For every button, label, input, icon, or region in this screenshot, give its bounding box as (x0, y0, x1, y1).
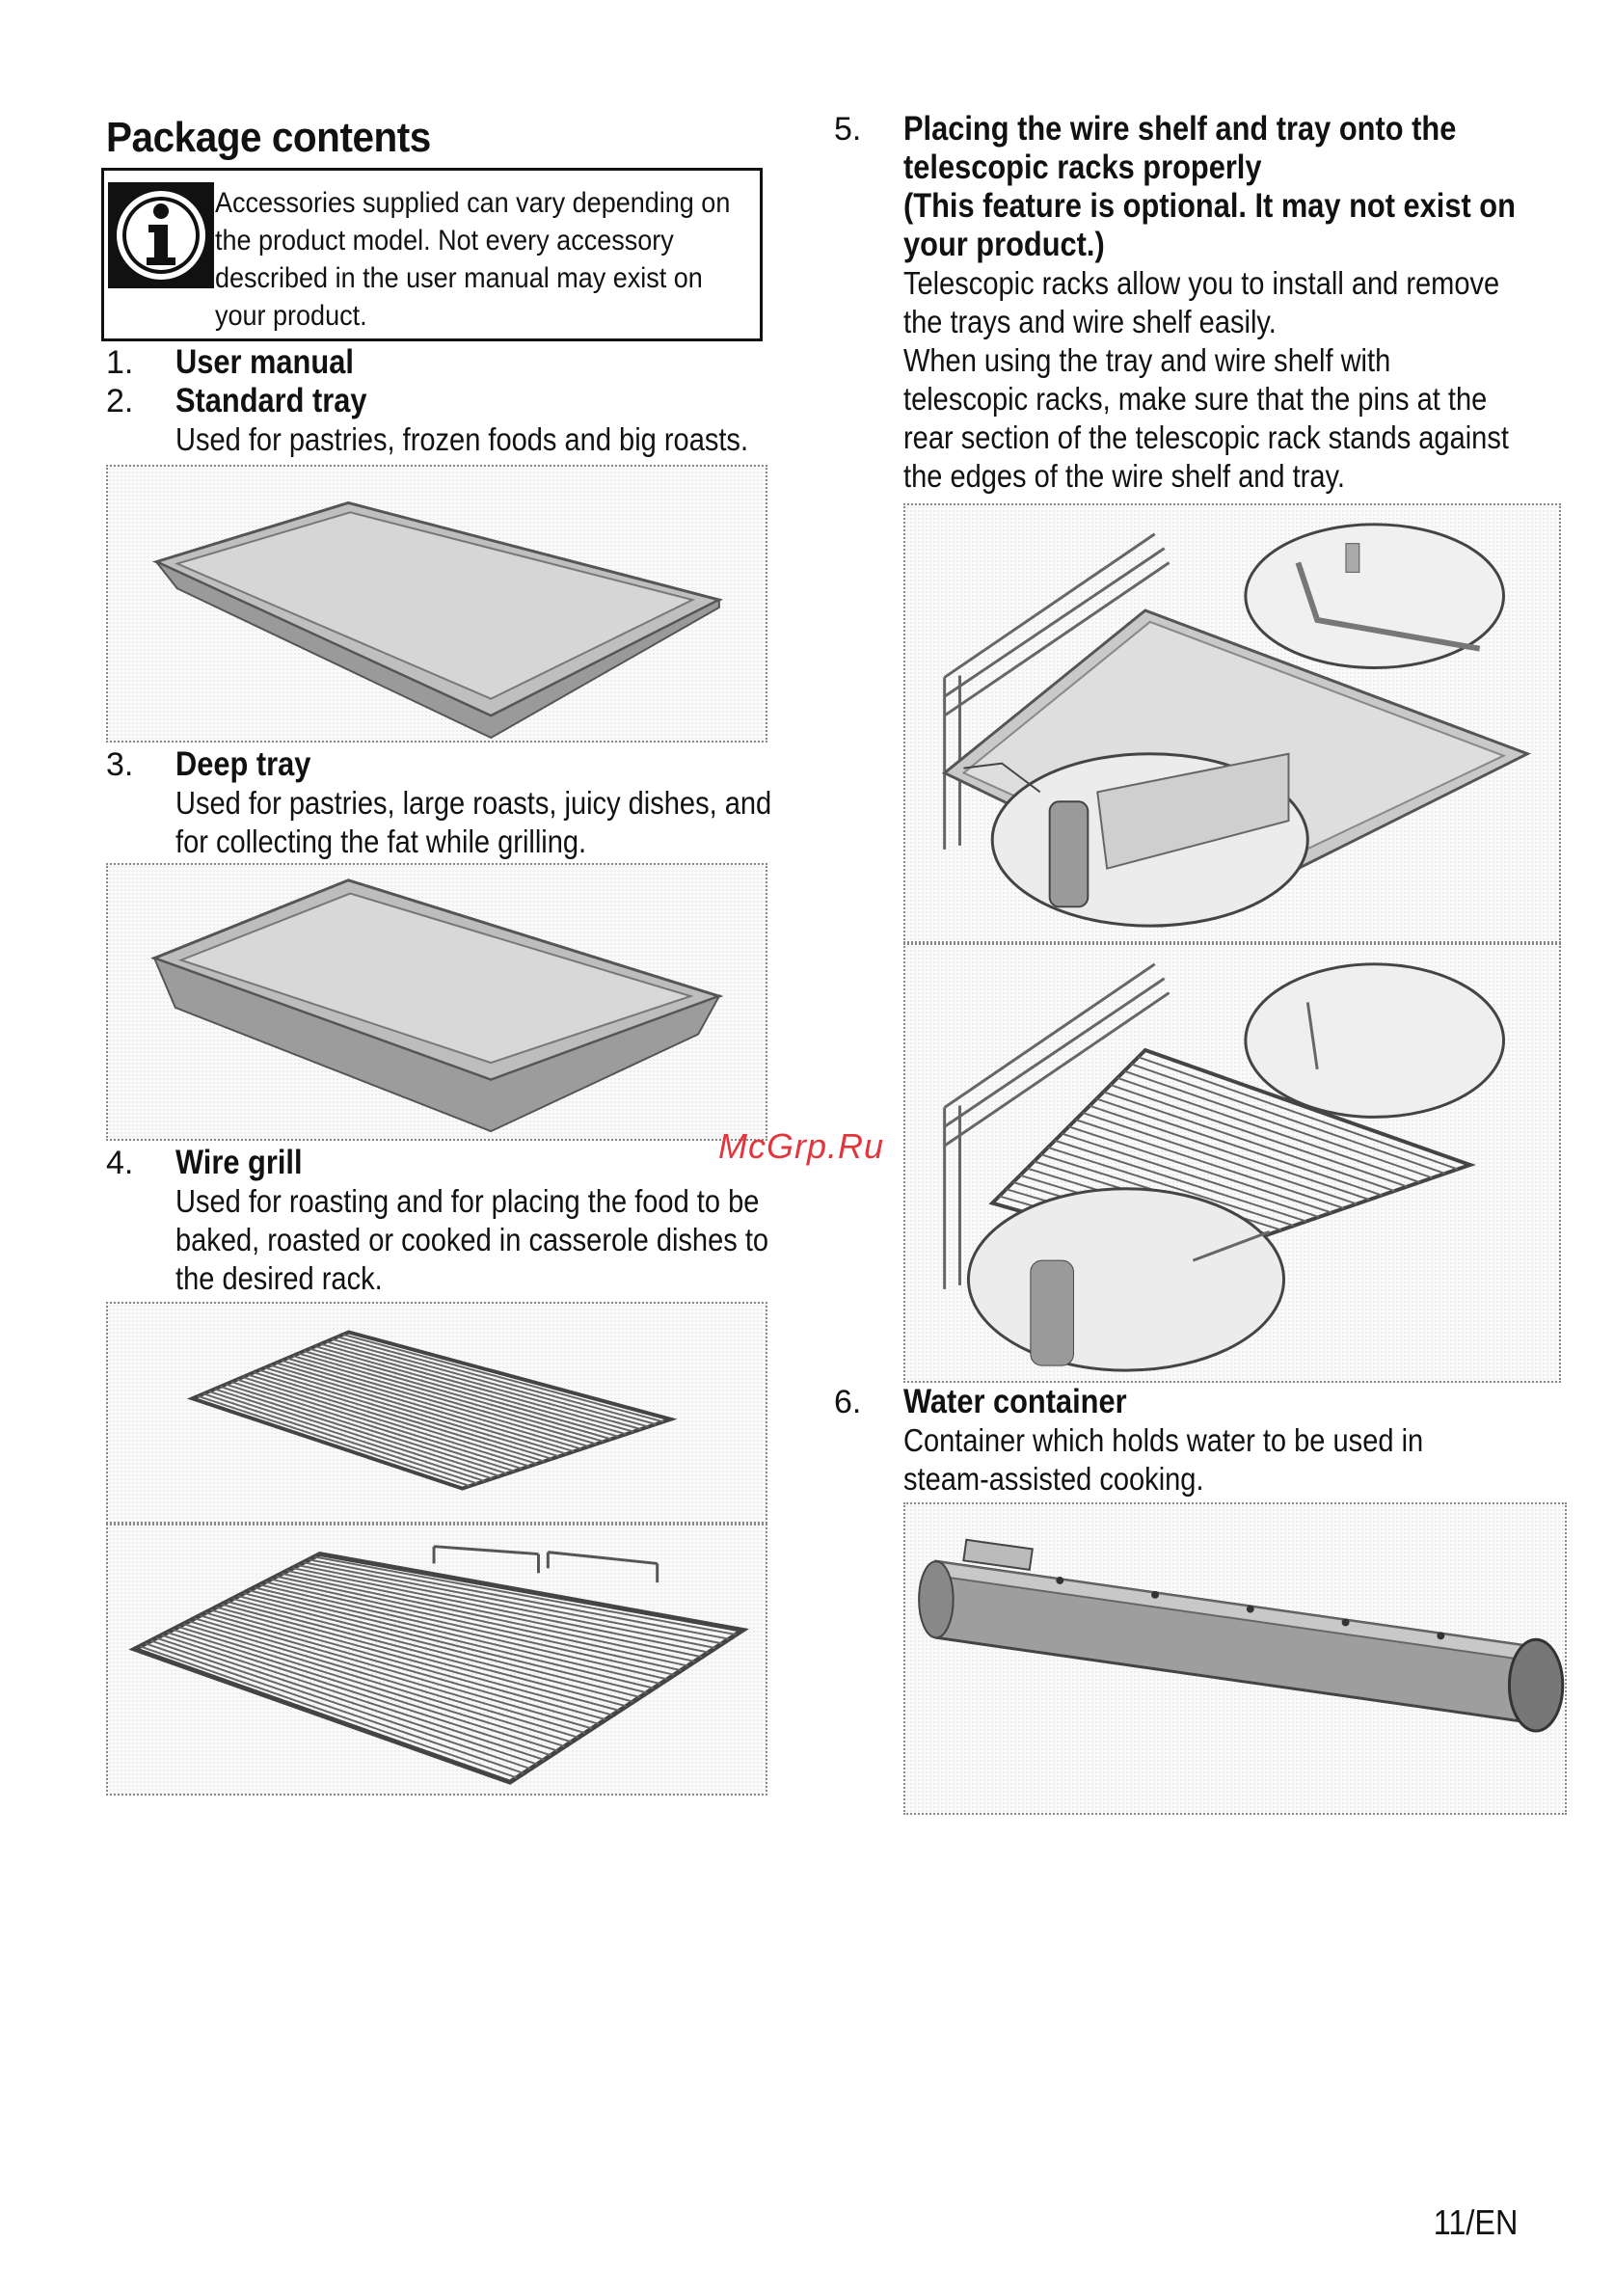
telescopic-wire-shelf-image (903, 943, 1561, 1383)
wire-grill-image-1 (106, 1302, 767, 1524)
telescopic-tray-image (903, 503, 1561, 943)
deep-tray-image (106, 863, 767, 1141)
page-title: Package contents (106, 114, 431, 161)
watermark: McGrp.Ru (718, 1126, 885, 1166)
info-note: Accessories supplied can vary depending … (101, 168, 763, 341)
page-number: 11/EN (1433, 2202, 1518, 2242)
info-icon (108, 182, 214, 288)
wire-grill-image-2 (106, 1524, 767, 1796)
info-note-text: Accessories supplied can vary depending … (215, 187, 731, 332)
standard-tray-image (106, 465, 767, 743)
water-container-image (903, 1502, 1567, 1815)
